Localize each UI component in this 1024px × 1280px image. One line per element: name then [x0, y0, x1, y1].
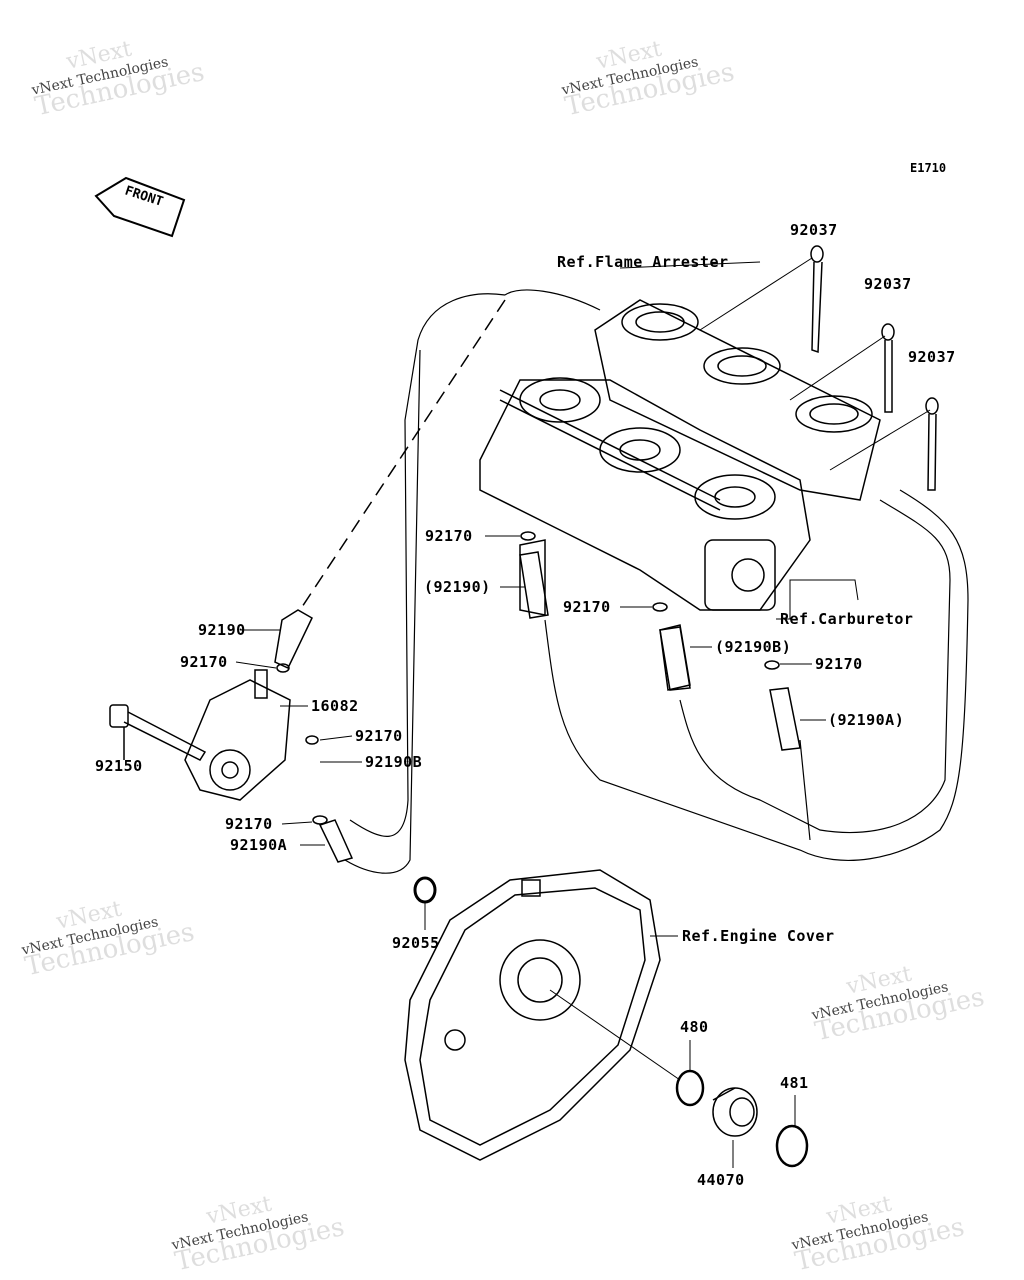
- hose-route-left: [349, 293, 506, 837]
- diagram-code: E1710: [910, 161, 947, 175]
- label-44070: 44070: [697, 1171, 745, 1189]
- label-16082: 16082: [311, 697, 359, 715]
- bolt-92150: [109, 704, 207, 761]
- label-92170: 92170: [815, 655, 863, 673]
- label-92037: 92037: [908, 348, 956, 366]
- label-carburetor: Ref.Carburetor: [780, 610, 914, 628]
- label-92170: 92170: [225, 815, 273, 833]
- flame-arrester-ref: [594, 299, 881, 501]
- engine-cover-ref: [404, 869, 661, 1161]
- label-92037: 92037: [790, 221, 838, 239]
- fuel-filter-16082: [184, 669, 291, 801]
- clamps-92170: [276, 531, 780, 825]
- label-481: 481: [780, 1074, 809, 1092]
- label-92170: 92170: [425, 527, 473, 545]
- front-arrow-icon: [94, 176, 186, 238]
- bolts-92037: [810, 245, 939, 491]
- front-label: FRONT: [122, 183, 165, 210]
- o-ring-92055: [413, 876, 437, 904]
- label-92190-ref: (92190): [424, 578, 491, 596]
- label-92190b-ref: (92190B): [715, 638, 792, 656]
- label-92037: 92037: [864, 275, 912, 293]
- carburetor-ref: [479, 377, 811, 691]
- leader-lines: [235, 257, 931, 1168]
- hoses: [274, 551, 801, 863]
- hose-route-right: [544, 489, 969, 861]
- label-92055: 92055: [392, 934, 440, 952]
- label-92150: 92150: [95, 757, 143, 775]
- label-92170: 92170: [563, 598, 611, 616]
- label-480: 480: [680, 1018, 709, 1036]
- label-92190b: 92190B: [365, 753, 423, 771]
- label-92190: 92190: [198, 621, 246, 639]
- circlip-481: [775, 1124, 809, 1168]
- label-92190a-ref: (92190A): [828, 711, 905, 729]
- circlip-480: [675, 1069, 705, 1107]
- label-92190a: 92190A: [230, 836, 288, 854]
- bearing-44070: [712, 1087, 758, 1137]
- label-flame-arrester: Ref.Flame Arrester: [557, 253, 729, 271]
- label-engine-cover: Ref.Engine Cover: [682, 927, 835, 945]
- label-92170: 92170: [355, 727, 403, 745]
- hose-route-line: [299, 299, 506, 611]
- label-92170: 92170: [180, 653, 228, 671]
